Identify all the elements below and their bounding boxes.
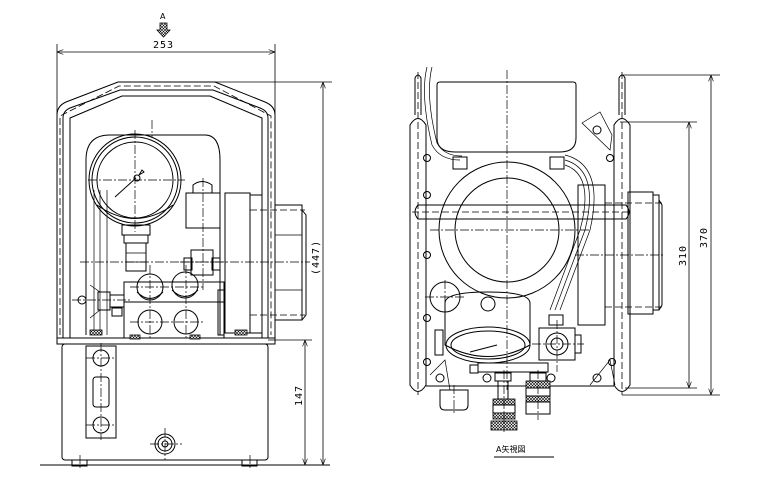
small-valve [532,314,584,372]
dimension-frame-height-label: 370 [699,227,710,248]
view-arrow-label: A [160,12,166,21]
valve-block [123,265,225,340]
view-arrow-a: A [156,12,171,38]
gauge-needle [114,177,137,198]
base-plate [56,337,276,345]
hose-left [424,66,461,161]
view-a: 370 310 [409,66,720,458]
crossbar [412,204,632,220]
dimension-total-height: (447) [215,81,332,465]
frame-posts [409,72,631,395]
dimension-frame-height: 370 [622,74,720,396]
dimension-inner-height: 310 [620,121,697,389]
motor-housing [85,134,221,335]
motor-cap [436,81,577,153]
pressure-gauge [88,130,185,272]
front-view: A 253 (447) 147 [40,12,332,470]
hose-right [559,154,595,311]
dimension-width-label: 253 [153,40,174,51]
view-a-caption-text: A矢視図 [496,444,525,454]
base-bolts [89,329,248,340]
hydraulic-couplers [490,370,551,432]
side-fitting [72,284,130,319]
side-block [575,184,665,326]
view-a-caption: A矢視図 [494,444,554,458]
dimension-tank-height: 147 [268,339,312,465]
oil-tank [61,343,269,470]
dimension-inner-height-label: 310 [678,245,689,266]
drain-stub [439,385,469,415]
carry-frame [56,81,276,338]
dimension-tank-height-label: 147 [294,385,305,406]
solenoid-valve [180,178,226,290]
corner-bolts [423,111,616,391]
control-valve-knob [171,271,199,299]
view-arrow-icon [156,22,171,38]
motor-body [430,156,590,299]
dimension-total-height-label: (447) [311,240,322,275]
motor-flange [80,192,310,334]
gauge-needle-view-a [469,344,498,353]
pressure-gauge-view-a [444,291,549,374]
